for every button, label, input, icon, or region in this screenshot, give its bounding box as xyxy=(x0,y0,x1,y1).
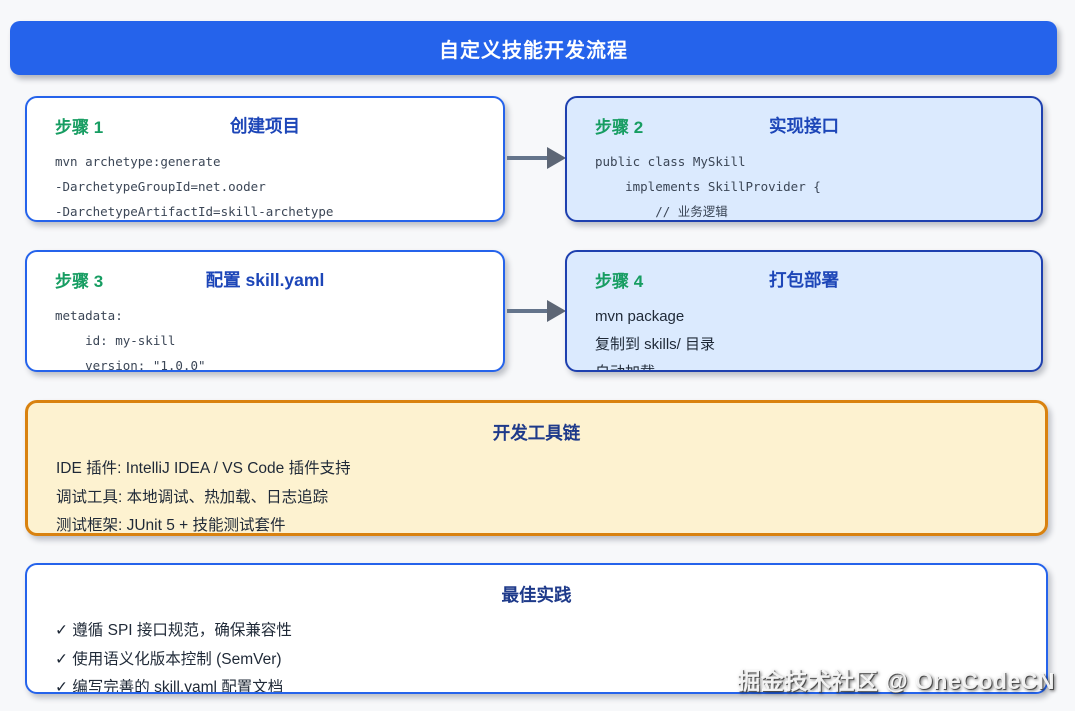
best-practices-section: 最佳实践 ✓ 遵循 SPI 接口规范，确保兼容性 ✓ 使用语义化版本控制 (Se… xyxy=(25,563,1048,694)
step4-text-line: 复制到 skills/ 目录 xyxy=(595,336,716,353)
title-banner: 自定义技能开发流程 xyxy=(10,21,1057,75)
best-practices-title: 最佳实践 xyxy=(501,585,572,605)
step1-title: 创建项目 xyxy=(230,116,300,136)
step-card-4: 步骤 4 打包部署 mvn package 复制到 skills/ 目录 自动加… xyxy=(565,250,1043,372)
step-card-3: 步骤 3 配置 skill.yaml metadata: id: my-skil… xyxy=(25,250,505,372)
page-title: 自定义技能开发流程 xyxy=(439,39,628,62)
step2-code-line: implements SkillProvider { xyxy=(595,179,821,194)
toolchain-line: 测试框架: JUnit 5 + 技能测试套件 xyxy=(56,517,286,534)
step3-header: 步骤 3 配置 skill.yaml xyxy=(55,267,475,291)
step3-code-line: id: my-skill xyxy=(55,333,176,348)
best-practice-line: ✓ 编写完善的 skill.yaml 配置文档 xyxy=(55,679,284,694)
best-practice-line: ✓ 使用语义化版本控制 (SemVer) xyxy=(55,650,282,668)
step3-code-line: metadata: xyxy=(55,308,123,323)
toolchain-title: 开发工具链 xyxy=(492,423,581,443)
best-practice-line: ✓ 遵循 SPI 接口规范，确保兼容性 xyxy=(55,622,292,639)
flow-arrow-right-icon xyxy=(507,309,547,313)
step1-code-line: -DarchetypeGroupId=net.ooder xyxy=(55,179,266,194)
step3-title: 配置 skill.yaml xyxy=(205,270,325,290)
watermark: 掘金技术社区 @ OneCodeCN xyxy=(737,668,1055,694)
step2-code-line: // 业务逻辑 xyxy=(595,204,728,219)
step1-label: 步骤 1 xyxy=(55,118,104,137)
step-card-1: 步骤 1 创建项目 mvn archetype:generate -Darche… xyxy=(25,96,505,222)
step4-title: 打包部署 xyxy=(769,270,839,290)
step1-code-line: -DarchetypeArtifactId=skill-archetype xyxy=(55,204,334,219)
step2-header: 步骤 2 实现接口 xyxy=(595,113,1013,137)
toolchain-section: 开发工具链 IDE 插件: IntelliJ IDEA / VS Code 插件… xyxy=(25,400,1048,536)
step2-label: 步骤 2 xyxy=(595,118,644,137)
step4-label: 步骤 4 xyxy=(595,272,644,291)
toolchain-line: IDE 插件: IntelliJ IDEA / VS Code 插件支持 xyxy=(56,460,351,477)
toolchain-line: 调试工具: 本地调试、热加载、日志追踪 xyxy=(56,488,329,506)
step1-code-line: mvn archetype:generate xyxy=(55,154,221,169)
step2-title: 实现接口 xyxy=(769,116,839,136)
step4-header: 步骤 4 打包部署 xyxy=(595,267,1013,291)
step3-code-line: version: "1.0.0" xyxy=(55,358,206,372)
step-card-2: 步骤 2 实现接口 public class MySkill implement… xyxy=(565,96,1043,222)
step3-label: 步骤 3 xyxy=(55,272,104,291)
step1-header: 步骤 1 创建项目 xyxy=(55,113,475,137)
step4-text-line: mvn package xyxy=(595,308,685,325)
step2-code-line: public class MySkill xyxy=(595,154,746,169)
step4-text-line: 自动加载 xyxy=(595,359,1013,370)
flow-arrow-right-icon xyxy=(507,156,547,160)
